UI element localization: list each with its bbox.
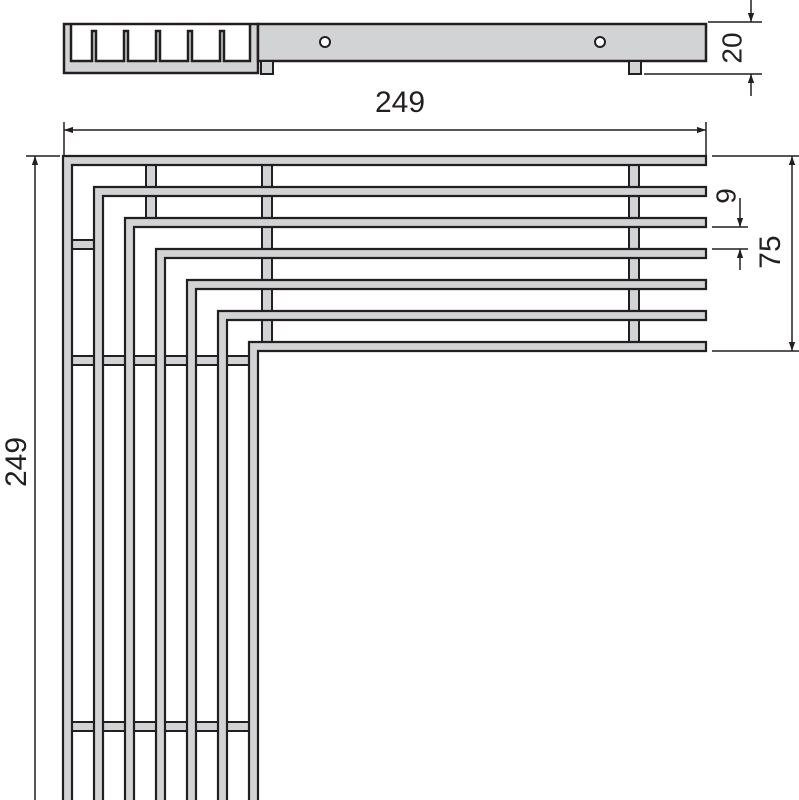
dimension-height-left [26,155,60,800]
dimension-height-left-label: 249 [0,437,33,487]
side-view-hole-right [594,36,606,48]
side-view-foot-left [260,60,274,75]
dimension-height-side-label: 20 [716,32,747,63]
side-view-hole-left [319,36,331,48]
shelf-rod-6 [216,309,708,800]
dimension-height-side [644,0,762,96]
shelf-rods [61,154,708,800]
shelf-rod-4 [154,247,708,800]
side-view-bar [256,22,708,63]
dimension-rod-spacing [712,198,748,270]
shelf-rod-3 [123,216,708,800]
side-view-comb [62,22,260,75]
shelf-rod-5 [185,278,708,800]
shelf-rod-1 [61,154,708,800]
dimension-width-top-label: 249 [375,86,425,119]
side-view-foot-right [628,60,642,75]
shelf-rod-7 [247,340,708,800]
side-view [62,22,708,75]
dimension-width-top [63,122,707,156]
dimension-shelf-depth [712,155,799,352]
dimension-rod-spacing-label: 9 [710,188,741,204]
top-view [61,154,708,800]
shelf-rod-2 [92,185,708,800]
dimension-shelf-depth-label: 75 [754,235,787,268]
